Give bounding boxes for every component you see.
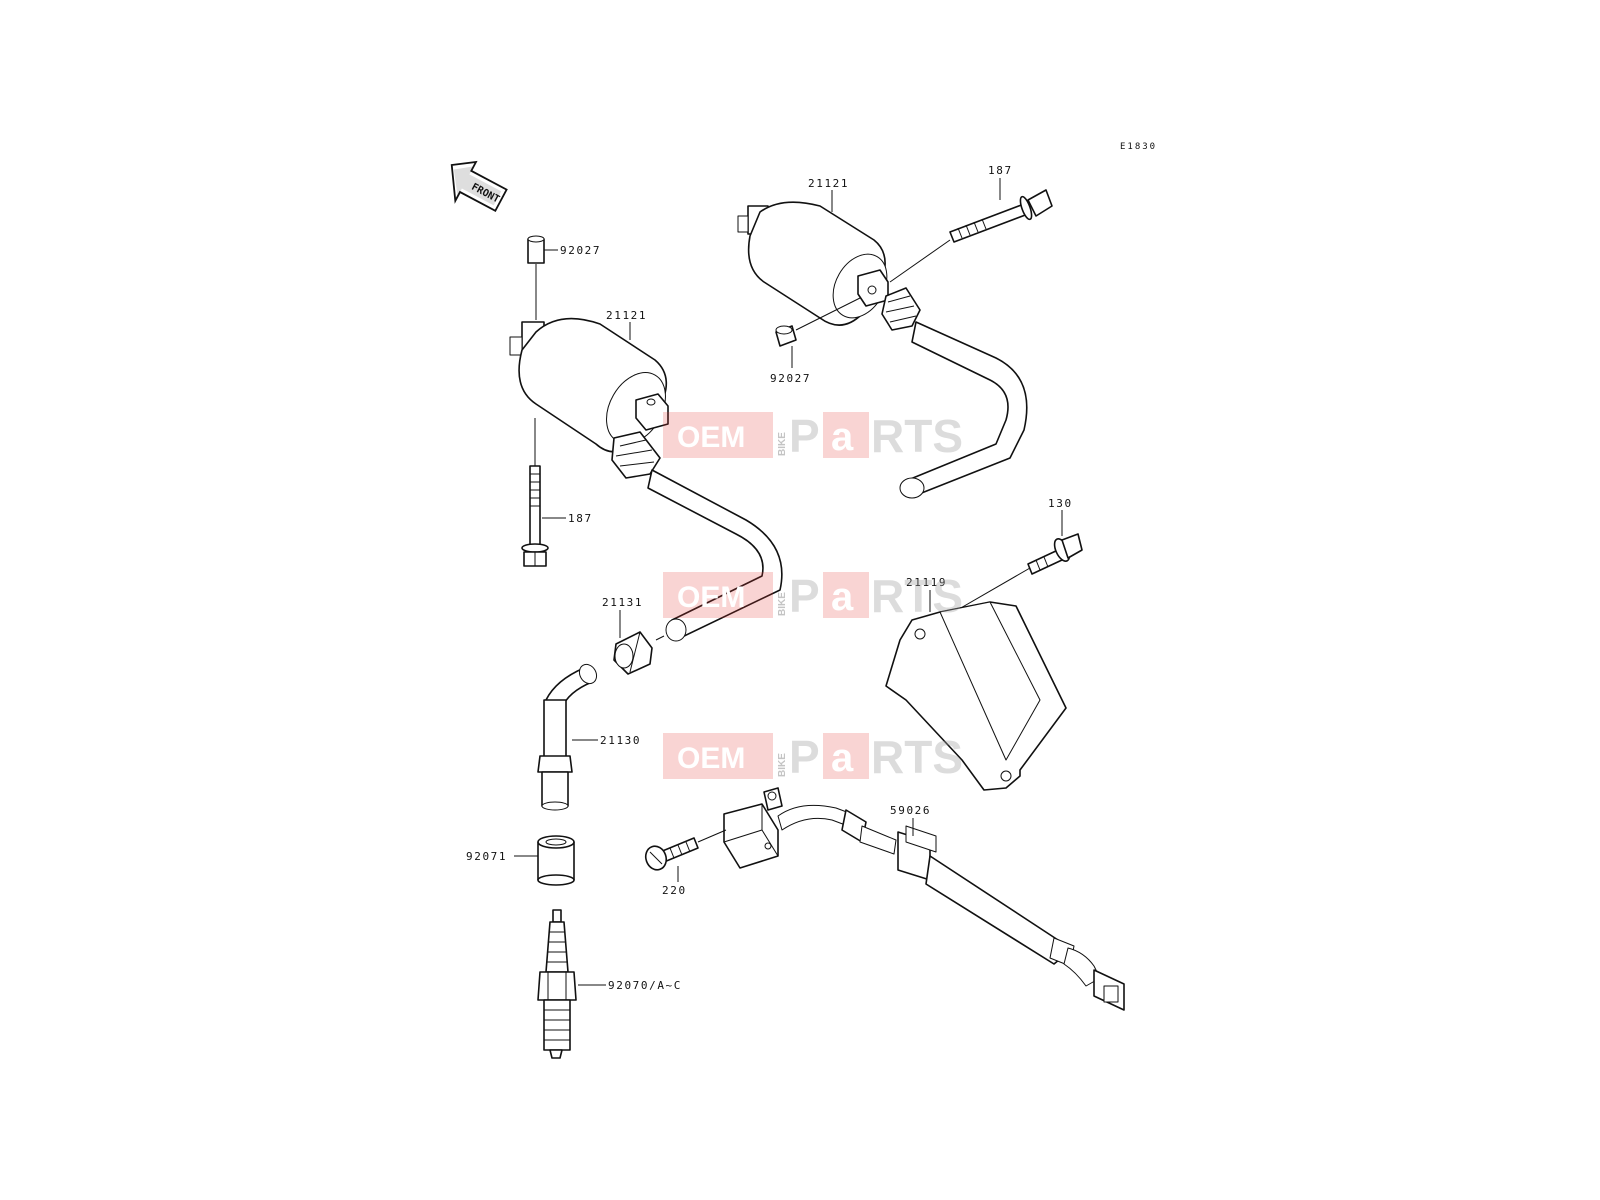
svg-text:a: a <box>831 736 854 780</box>
svg-text:P: P <box>789 410 820 462</box>
svg-text:P: P <box>789 570 820 622</box>
label-bolt-front: 187 <box>568 512 593 525</box>
label-pickup: 59026 <box>890 804 931 817</box>
label-screw: 220 <box>662 884 687 897</box>
svg-text:RTS: RTS <box>871 410 963 462</box>
label-cap-nut: 21131 <box>602 596 643 609</box>
cap-nut <box>613 631 653 675</box>
igniter <box>885 601 1067 791</box>
bolt-rear <box>949 189 1053 243</box>
svg-text:BIKE: BIKE <box>777 753 788 777</box>
svg-text:a: a <box>831 575 854 619</box>
label-bolt-igniter: 130 <box>1048 497 1073 510</box>
svg-text:OEM: OEM <box>677 581 745 614</box>
label-igniter: 21119 <box>906 576 947 589</box>
seal <box>537 835 575 886</box>
svg-text:BIKE: BIKE <box>777 432 788 456</box>
pickup-coil <box>723 787 1125 1011</box>
label-collar-rear: 92027 <box>770 372 811 385</box>
screw <box>644 837 699 871</box>
collar-rear <box>775 325 797 347</box>
label-collar-front: 92027 <box>560 244 601 257</box>
svg-text:P: P <box>789 731 820 783</box>
svg-text:BIKE: BIKE <box>777 592 788 616</box>
ignition-coil-rear <box>737 201 1028 499</box>
svg-text:OEM: OEM <box>677 421 745 454</box>
label-plug-cap: 21130 <box>600 734 641 747</box>
label-seal: 92071 <box>466 850 507 863</box>
front-arrow-icon: FRONT <box>450 160 508 213</box>
label-spark-plug: 92070/A~C <box>608 979 682 992</box>
svg-text:a: a <box>831 415 854 459</box>
svg-text:OEM: OEM <box>677 742 745 775</box>
diagram-code: E1830 <box>1120 142 1157 152</box>
watermark-1: OEM BIKE P a RTS <box>663 410 963 462</box>
ignition-coil-front <box>509 317 783 642</box>
label-coil-front: 21121 <box>606 309 647 322</box>
bolt-front <box>521 465 549 567</box>
watermark-3: OEM BIKE P a RTS <box>663 731 963 783</box>
label-bolt-rear: 187 <box>988 164 1013 177</box>
svg-text:RTS: RTS <box>871 570 963 622</box>
bolt-igniter <box>1027 533 1083 575</box>
label-coil-rear: 21121 <box>808 177 849 190</box>
spark-plug-cap <box>537 663 598 811</box>
watermark-2: OEM BIKE P a RTS <box>663 570 963 622</box>
svg-text:RTS: RTS <box>871 731 963 783</box>
spark-plug <box>537 909 577 1059</box>
collar-front <box>527 235 545 264</box>
